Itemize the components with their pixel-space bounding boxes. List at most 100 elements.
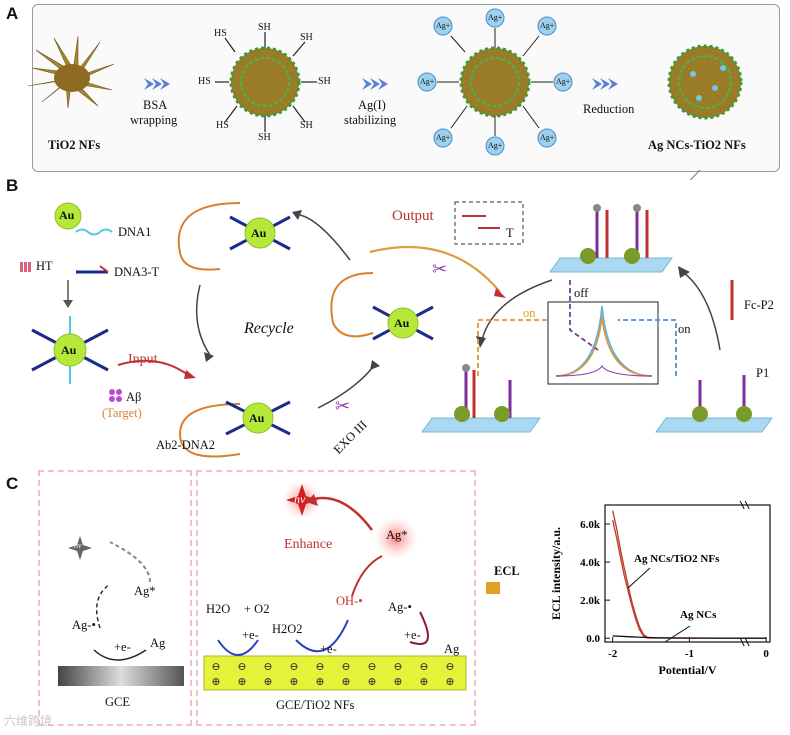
e2-label: +e-	[320, 642, 337, 657]
series-label-agncs: Ag NCs	[680, 609, 717, 621]
svg-text:⊖: ⊖	[263, 661, 272, 673]
au-mid-label: Au	[394, 316, 409, 331]
y-tick-label-2: 4.0k	[580, 557, 601, 569]
on-left-label: on	[523, 306, 536, 321]
tio2-flower	[28, 36, 114, 108]
ag-rad-gce-label: Ag-•	[72, 618, 96, 633]
y-tick-label-0: 0.0	[586, 633, 600, 645]
svg-text:⊖: ⊖	[341, 661, 350, 673]
output-t-label: T	[506, 226, 514, 241]
oh-label: OH-•	[336, 594, 363, 609]
svg-text:⊕: ⊕	[211, 676, 220, 688]
y-axis-label: ECL intensity/a.u.	[549, 527, 563, 620]
svg-text:⊖: ⊖	[419, 661, 428, 673]
annotation-line-1	[628, 568, 650, 588]
au-bottom-label: Au	[249, 411, 264, 426]
ag-tio2-label: Ag	[444, 642, 459, 657]
svg-text:⊖: ⊖	[289, 661, 298, 673]
gce-tio2-label: GCE/TiO2 NFs	[276, 698, 354, 713]
sh-label-2: SH	[258, 22, 271, 33]
h2o-label: H2O	[206, 602, 230, 617]
stabilizing-label: stabilizing	[344, 113, 396, 128]
sh-label-7: HS	[216, 120, 229, 131]
sh-label-4: SH	[318, 76, 331, 87]
svg-text:⊕: ⊕	[315, 676, 324, 688]
svg-text:⊕: ⊕	[289, 676, 298, 688]
svg-text:⊕: ⊕	[419, 676, 428, 688]
e1-label: +e-	[242, 628, 259, 643]
ag-ion-1: Ag+	[436, 21, 450, 30]
au-top-label: Au	[251, 226, 266, 241]
svg-text:⊕: ⊕	[263, 676, 272, 688]
output-label: Output	[392, 208, 434, 225]
ag-ion-6: Ag+	[488, 141, 502, 150]
x-tick-label-2: 0	[763, 648, 769, 660]
y-tick-label-3: 6.0k	[580, 519, 601, 531]
sh-label-1: HS	[214, 28, 227, 39]
sh-label-8: HS	[198, 76, 211, 87]
ag-rad-tio2-label: Ag-•	[388, 600, 412, 615]
svg-text:⊖: ⊖	[393, 661, 402, 673]
bsa-flower	[215, 32, 317, 132]
target-label-2: (Target)	[102, 406, 142, 421]
tio2-nfs-label: TiO2 NFs	[48, 138, 100, 153]
series-label-agncs-tio2: Ag NCs/TiO2 NFs	[634, 553, 720, 565]
panel-a-graphics	[0, 0, 790, 180]
x-axis-label: Potential/V	[659, 663, 717, 677]
ag-star-gce-label: Ag*	[134, 584, 156, 599]
target-label-1: Aβ	[126, 390, 141, 405]
x-tick-label-0: -2	[608, 648, 618, 660]
agncs-flower	[669, 46, 741, 118]
annotation-line-2	[665, 626, 690, 642]
on-right-label: on	[678, 322, 691, 337]
ag-ion-8: Ag+	[420, 77, 434, 86]
gce-label: GCE	[105, 695, 130, 710]
svg-text:⊕: ⊕	[367, 676, 376, 688]
au-legend-label: Au	[59, 208, 74, 223]
watermark: 六维跨境	[4, 712, 52, 729]
svg-text:✂: ✂	[335, 396, 350, 416]
ag-i-label: Ag(I)	[358, 98, 386, 113]
sh-label-5: SH	[300, 120, 313, 131]
svg-text:✂: ✂	[432, 259, 447, 279]
ag-gce-label: Ag	[150, 636, 165, 651]
arrow-a3	[592, 78, 618, 90]
arrow-a2	[362, 78, 388, 90]
bsa-label: BSA	[143, 98, 167, 113]
agncs-tio2-label: Ag NCs-TiO2 NFs	[648, 138, 746, 153]
hv-label: hν	[294, 492, 305, 507]
enhance-label: Enhance	[284, 537, 332, 553]
ht-legend-label: HT	[36, 259, 53, 274]
ag-ion-7: Ag+	[436, 133, 450, 142]
plot-frame	[605, 505, 770, 642]
sh-label-3: SH	[300, 32, 313, 43]
svg-text:⊖: ⊖	[211, 661, 220, 673]
e3-label: +e-	[404, 628, 421, 643]
off-label: off	[574, 286, 588, 301]
wrapping-label: wrapping	[130, 113, 177, 128]
fc-p2-label: Fc-P2	[744, 298, 774, 313]
sh-label-6: SH	[258, 132, 271, 143]
panel-c-graphics: ⊖⊖⊖⊖⊖⊖⊖⊖⊖⊖ ⊕⊕⊕⊕⊕⊕⊕⊕⊕⊕	[0, 470, 500, 730]
ag-star-tio2-label: Ag*	[386, 528, 408, 543]
au-left-label: Au	[61, 343, 76, 358]
hv-small-label: hν	[74, 541, 82, 550]
dna1-legend-label: DNA1	[118, 225, 151, 240]
e-gce-label: +e-	[114, 640, 131, 655]
ag-ion-4: Ag+	[556, 77, 570, 86]
p1-label: P1	[756, 366, 769, 381]
svg-text:⊖: ⊖	[367, 661, 376, 673]
svg-text:⊖: ⊖	[237, 661, 246, 673]
svg-text:⊖: ⊖	[315, 661, 324, 673]
input-label: Input	[128, 352, 158, 368]
svg-text:⊕: ⊕	[237, 676, 246, 688]
reduction-label: Reduction	[583, 102, 634, 117]
y-tick-label-1: 2.0k	[580, 595, 601, 607]
dna3t-legend-label: DNA3-T	[114, 265, 159, 280]
svg-text:⊕: ⊕	[445, 676, 454, 688]
recycle-label: Recycle	[244, 320, 294, 338]
o2-label: + O2	[244, 602, 269, 617]
svg-text:⊕: ⊕	[393, 676, 402, 688]
h2o2-label: H2O2	[272, 622, 303, 637]
